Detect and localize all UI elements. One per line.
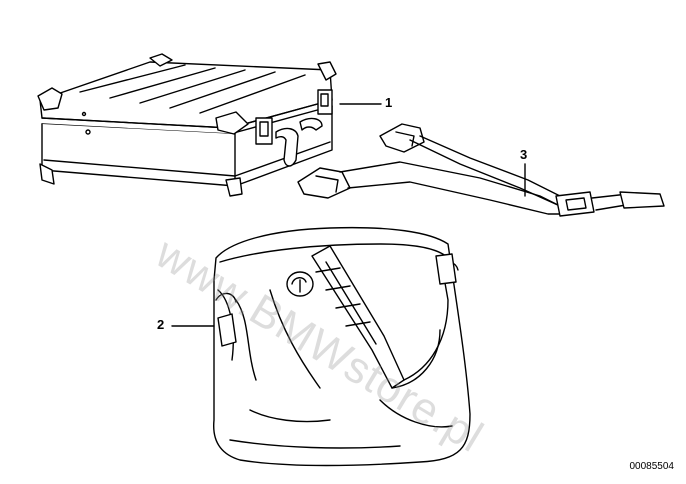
callout-bag: 2 xyxy=(157,317,165,332)
callout-strap: 3 xyxy=(520,147,528,162)
case-illustration xyxy=(37,53,337,197)
callout-case: 1 xyxy=(385,95,393,110)
strap-illustration xyxy=(297,123,665,217)
reference-number: 00085504 xyxy=(629,461,675,472)
bag-illustration xyxy=(213,226,471,467)
